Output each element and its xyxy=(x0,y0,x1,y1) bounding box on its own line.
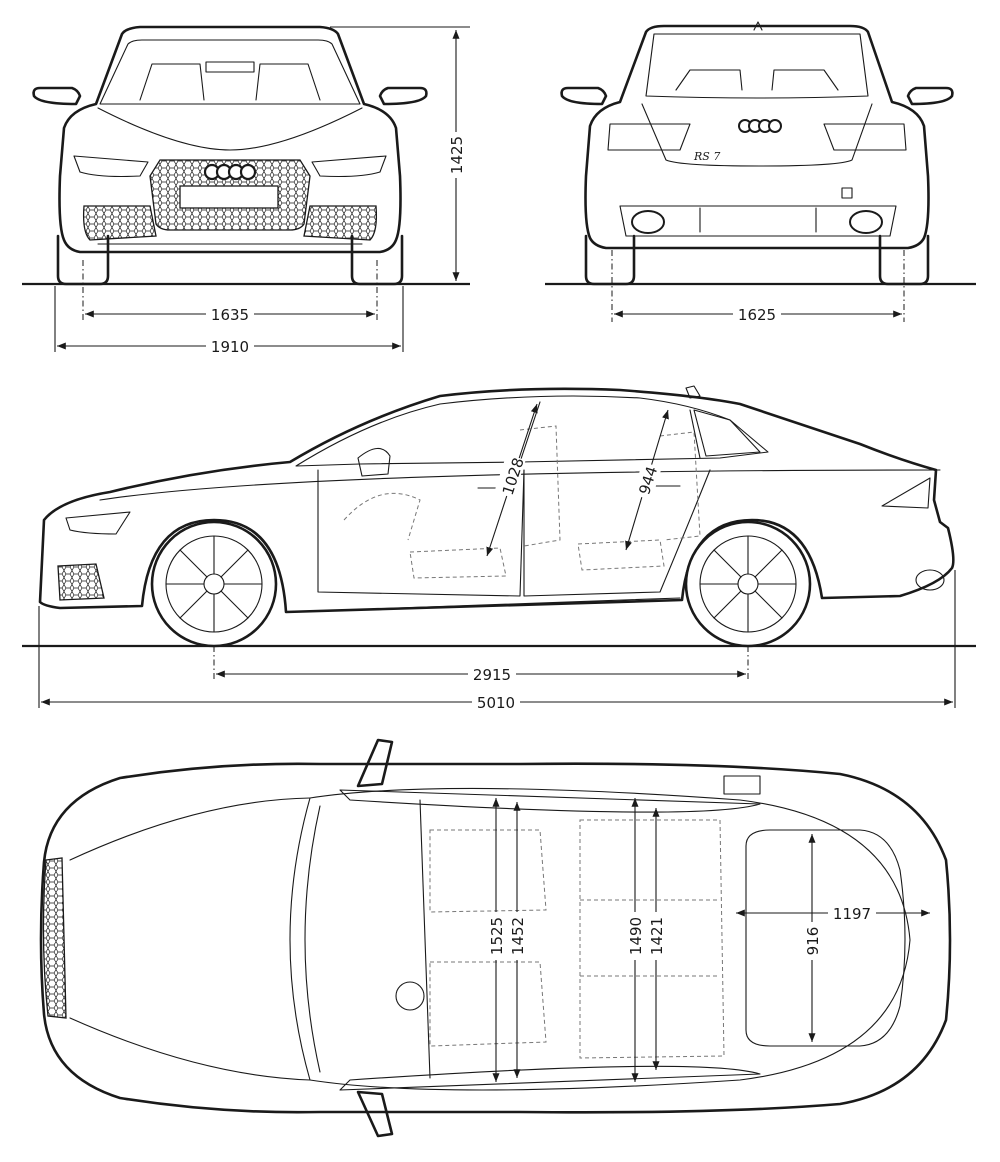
top-roof-outline xyxy=(289,787,911,1091)
rear-diffuser xyxy=(619,205,897,237)
rear-right-tyre xyxy=(878,234,930,286)
rear-left-taillight xyxy=(607,123,691,151)
top-fuel-flap xyxy=(723,775,761,795)
rear-model-badge: RS 7 xyxy=(693,150,720,163)
top-front-seats-phantom xyxy=(429,829,547,1047)
front-left-mirror xyxy=(32,86,82,106)
front-left-headlight xyxy=(73,155,149,178)
top-right-mirror xyxy=(356,1090,394,1138)
side-window-pillars xyxy=(519,401,701,463)
top-view xyxy=(39,738,952,1138)
top-hood-lines xyxy=(69,797,311,1081)
rear-shoulder-label: 1490 xyxy=(627,917,645,955)
side-headlight xyxy=(65,511,131,535)
top-side-windows xyxy=(339,789,761,1091)
side-steering-phantom xyxy=(343,492,421,541)
rear-diffuser-fins xyxy=(699,207,817,233)
side-mirror xyxy=(357,447,391,477)
top-rear-seats-phantom xyxy=(579,819,725,1059)
front-elbow-label: 1452 xyxy=(509,917,527,955)
side-front-intake xyxy=(57,563,105,601)
front-track-label: 1635 xyxy=(211,306,249,324)
side-rear-quarter-glass xyxy=(693,409,761,457)
side-body-outline xyxy=(38,387,955,614)
front-hood-line xyxy=(97,107,363,151)
side-sill-line xyxy=(287,597,681,613)
front-body-outline xyxy=(58,25,402,254)
rear-body-outline xyxy=(584,24,930,250)
rear-headroom-label: 944 xyxy=(635,464,661,497)
rear-antenna xyxy=(753,21,763,31)
rear-elbow-label: 1421 xyxy=(648,917,666,955)
length-label: 5010 xyxy=(477,694,515,712)
front-right-intake xyxy=(303,205,378,241)
front-view xyxy=(22,25,470,286)
rear-left-exhaust xyxy=(631,210,665,234)
front-rings-logo xyxy=(203,163,257,181)
rear-seats-through-glass xyxy=(675,69,839,91)
front-shoulder-label: 1525 xyxy=(488,917,506,955)
side-window-frame xyxy=(295,395,769,467)
rear-track-label: 1625 xyxy=(738,306,776,324)
front-dimensions: 1425 1635 1910 xyxy=(54,26,470,356)
top-windscreen xyxy=(304,799,431,1079)
rear-reverse-sensor xyxy=(841,187,853,199)
rear-window xyxy=(645,33,869,99)
side-rear-door xyxy=(523,469,711,597)
top-front-grille xyxy=(42,857,67,1019)
side-taillight xyxy=(881,477,931,509)
rear-right-mirror xyxy=(906,86,954,106)
rear-left-tyre xyxy=(584,234,636,286)
side-shoulder-line xyxy=(99,469,941,501)
front-right-headlight xyxy=(311,155,387,178)
side-dimensions: 1028 944 2915 5010 xyxy=(38,403,956,712)
front-licence-plate xyxy=(179,185,279,209)
side-front-seat-phantom xyxy=(409,425,561,579)
side-rear-seat-phantom xyxy=(577,431,701,571)
rear-hatch-line xyxy=(641,103,873,167)
top-left-mirror xyxy=(356,738,394,788)
luggage-width-label: 1197 xyxy=(833,905,871,923)
top-dimensions: 1525 1452 1490 1421 1197 916 xyxy=(486,798,930,1082)
top-luggage-area xyxy=(745,829,906,1047)
front-windscreen xyxy=(99,39,361,105)
rear-view: RS 7 xyxy=(545,21,976,286)
top-steering-wheel xyxy=(395,981,425,1011)
side-view xyxy=(22,385,976,648)
side-roof-antenna xyxy=(685,385,701,399)
width-label: 1910 xyxy=(211,338,249,356)
top-body-outline xyxy=(39,762,952,1114)
front-right-mirror xyxy=(378,86,428,106)
wheelbase-label: 2915 xyxy=(473,666,511,684)
side-exhaust xyxy=(915,569,945,591)
rear-rings-logo xyxy=(738,119,782,133)
side-front-door xyxy=(317,469,525,597)
front-height-label: 1425 xyxy=(448,136,466,174)
rear-right-taillight xyxy=(823,123,907,151)
luggage-depth-label: 916 xyxy=(804,927,822,956)
rear-right-exhaust xyxy=(849,210,883,234)
rear-left-mirror xyxy=(560,86,608,106)
front-left-intake xyxy=(82,205,157,241)
rear-dimensions: 1625 xyxy=(611,250,905,324)
side-front-wheel xyxy=(150,520,278,648)
side-rear-wheel xyxy=(684,520,812,648)
front-seats-through-glass xyxy=(139,61,321,101)
